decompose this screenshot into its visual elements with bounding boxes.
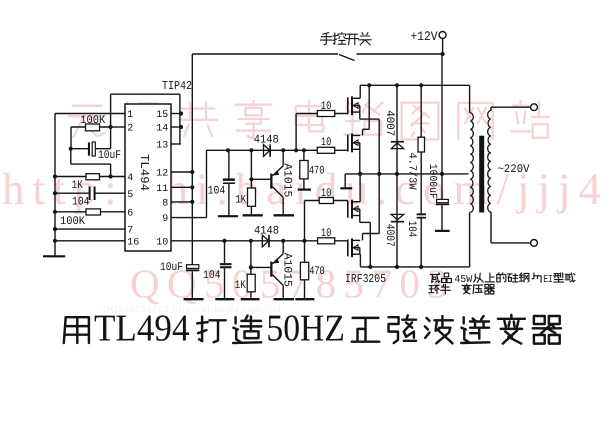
svg-text:4: 4 (127, 173, 133, 184)
svg-text:TIP42: TIP42 (162, 79, 192, 93)
svg-text:TL494: TL494 (137, 154, 151, 191)
svg-text:~220V: ~220V (498, 163, 530, 176)
svg-text:104: 104 (203, 269, 221, 282)
svg-text:6: 6 (127, 208, 133, 219)
svg-text:104: 104 (72, 196, 90, 209)
svg-text:50HZ: 50HZ (266, 308, 345, 350)
svg-text:1000uF: 1000uF (426, 164, 438, 199)
svg-text:470: 470 (309, 165, 325, 178)
svg-text:10: 10 (156, 237, 168, 248)
svg-text:45W: 45W (454, 274, 473, 286)
svg-text:10uF: 10uF (160, 261, 183, 274)
svg-text:100K: 100K (80, 114, 105, 127)
svg-text:8: 8 (162, 199, 168, 210)
svg-text:470: 470 (309, 265, 325, 278)
svg-text:+12V: +12V (411, 29, 438, 44)
svg-text:4148: 4148 (254, 225, 279, 238)
svg-text:4.7/3W: 4.7/3W (405, 153, 417, 190)
svg-text:1K: 1K (235, 194, 246, 207)
svg-text:1: 1 (127, 110, 133, 121)
svg-text:104: 104 (405, 221, 418, 238)
svg-text:5: 5 (127, 190, 133, 201)
svg-text:9: 9 (162, 214, 168, 225)
svg-text:12: 12 (156, 169, 168, 180)
svg-text:16: 16 (127, 237, 139, 248)
svg-text:4007: 4007 (383, 224, 396, 247)
svg-text:104: 104 (208, 185, 226, 198)
svg-text:EI: EI (543, 274, 553, 286)
svg-text:4007: 4007 (383, 110, 396, 136)
svg-text:1K: 1K (235, 279, 246, 292)
svg-text:15: 15 (156, 110, 168, 121)
svg-text:13: 13 (156, 141, 168, 152)
svg-text:11: 11 (156, 184, 168, 195)
svg-text:4148: 4148 (254, 133, 279, 146)
svg-text:TL494: TL494 (94, 308, 190, 350)
svg-text:10: 10 (321, 136, 332, 149)
svg-text:10: 10 (321, 227, 332, 240)
svg-text:14: 14 (156, 124, 168, 135)
svg-text:QQ505785703 http://hi.baidu.co: QQ505785703 http://hi.baidu.com/jjj4 (103, 305, 282, 315)
svg-text:1K: 1K (72, 179, 83, 192)
svg-text:10: 10 (321, 187, 332, 200)
svg-text:10uF: 10uF (98, 149, 121, 162)
svg-text:IRF3205: IRF3205 (345, 272, 386, 286)
svg-text:100K: 100K (60, 215, 85, 228)
svg-text:A1015: A1015 (280, 253, 293, 287)
svg-text:A1015: A1015 (280, 163, 293, 197)
svg-text:2: 2 (127, 124, 133, 135)
svg-text:7: 7 (127, 226, 133, 237)
svg-text:10: 10 (321, 100, 332, 113)
